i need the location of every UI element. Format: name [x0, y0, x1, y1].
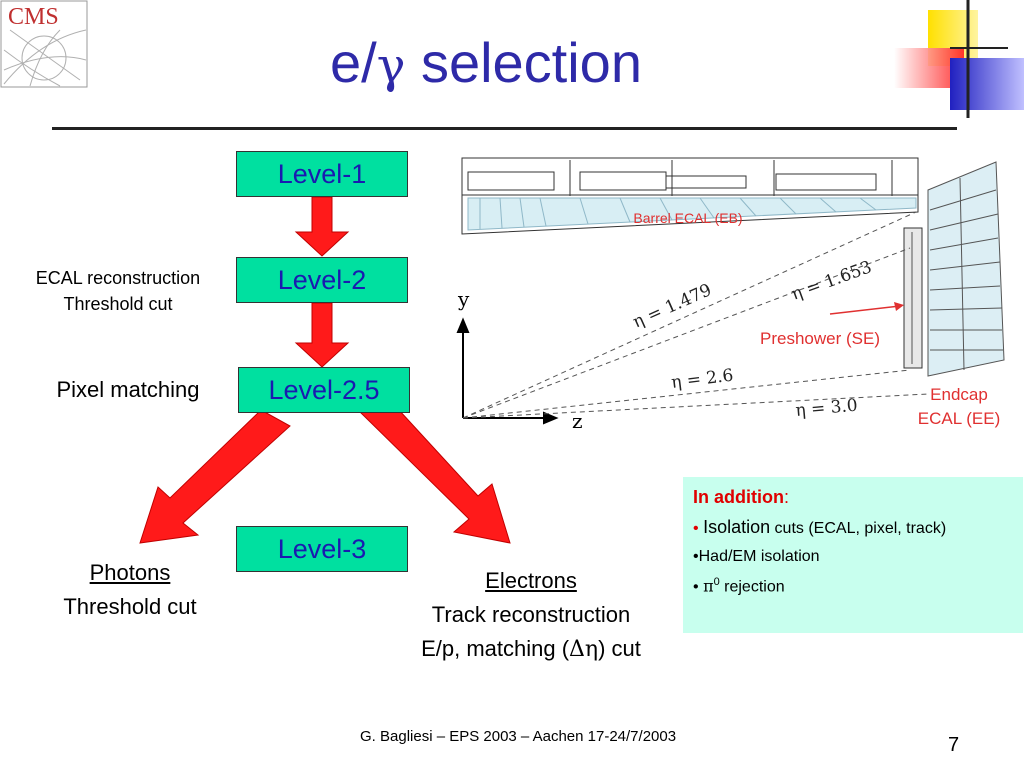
level-2-5-box: Level-2.5 — [238, 367, 410, 413]
preshower-pointer — [829, 305, 901, 315]
pi-superscript: 0 — [713, 576, 720, 588]
endcap-ecal-drawing — [927, 161, 1005, 377]
preshower-drawing — [903, 227, 923, 369]
axis-z-label: z — [572, 409, 583, 433]
isolation-strong: Isolation — [703, 517, 771, 537]
isolation-bullet: • — [693, 520, 699, 537]
in-addition-colon: : — [783, 487, 789, 507]
in-addition-heading: In addition: — [693, 487, 1023, 508]
barrel-ecal-label: Barrel ECAL (EB) — [633, 210, 742, 226]
axis-y-label: y — [457, 287, 470, 311]
ecal-reconstruction-label: ECAL reconstruction Threshold cut — [8, 265, 228, 317]
barrel-ecal-drawing — [461, 157, 919, 235]
barrel-crystals — [467, 197, 917, 231]
delta-eta-symbol: Δη — [569, 637, 599, 662]
eta-26-label: η = 2.6 — [670, 366, 734, 393]
pi-symbol: π — [703, 576, 714, 596]
eta-lines — [462, 211, 929, 419]
level-2-box: Level-2 — [236, 257, 408, 303]
footer-text: G. Bagliesi – EPS 2003 – Aachen 17-24/7/… — [360, 728, 677, 745]
pixel-matching-label: Pixel matching — [56, 377, 200, 402]
in-addition-heading-text: In addition — [693, 487, 784, 507]
arrow-to-electrons — [357, 396, 511, 544]
axes — [456, 317, 559, 425]
had-em-item: •Had/EM isolation — [693, 548, 1023, 566]
level-3-box: Level-3 — [236, 526, 408, 572]
in-addition-box: In addition: • Isolation cuts (ECAL, pix… — [683, 477, 1023, 633]
electrons-track-reconstruction: Track reconstruction — [431, 602, 631, 627]
pi0-bullet: • — [693, 578, 699, 596]
endcap-label-line2: ECAL (EE) — [918, 409, 1001, 428]
title-prefix: e/ — [330, 31, 377, 94]
arrow-to-photons — [139, 409, 291, 544]
blue-square — [950, 58, 1024, 110]
had-em-bullet: • — [693, 548, 699, 565]
ep-suffix: ) cut — [598, 636, 641, 661]
photons-label: Photons Threshold cut — [30, 556, 230, 624]
pi0-item: • π0 rejection — [693, 576, 1023, 596]
isolation-item: • Isolation cuts (ECAL, pixel, track) — [693, 517, 1023, 538]
photons-title: Photons — [89, 560, 171, 585]
detector-diagram: Barrel ECAL (EB) y z η = 1.479 η = 1.653… — [456, 157, 1005, 433]
title-suffix: selection — [405, 31, 642, 94]
threshold-cut-l2-text: Threshold cut — [63, 294, 173, 314]
eta-1479-label: η = 1.479 — [630, 280, 715, 332]
cms-logo: CMS — [0, 0, 88, 88]
eta-30-label: η = 3.0 — [795, 396, 859, 421]
page-title: e/γ selection — [330, 30, 642, 95]
had-em-text: Had/EM isolation — [698, 548, 820, 565]
title-gamma: γ — [376, 38, 406, 94]
cms-logo-graphic — [0, 0, 88, 88]
level-1-box: Level-1 — [236, 151, 408, 197]
ep-prefix: E/p, matching ( — [421, 636, 570, 661]
isolation-rest: cuts (ECAL, pixel, track) — [770, 520, 947, 537]
preshower-label: Preshower (SE) — [760, 329, 880, 348]
page-number: 7 — [948, 734, 960, 756]
electrons-title: Electrons — [485, 568, 577, 593]
arrow-l2-to-l25 — [294, 302, 350, 368]
electrons-ep-matching: E/p, matching (Δη) cut — [366, 632, 696, 667]
photons-threshold-cut: Threshold cut — [63, 594, 197, 619]
electrons-label: Electrons Track reconstruction E/p, matc… — [366, 564, 696, 667]
endcap-label-line1: Endcap — [930, 385, 988, 404]
title-divider — [52, 127, 957, 130]
ecal-reconstruction-text: ECAL reconstruction — [35, 268, 201, 288]
decorative-squares — [894, 0, 1024, 118]
cms-logo-text: CMS — [8, 4, 59, 30]
arrow-l1-to-l2 — [294, 196, 350, 257]
pi0-rest: rejection — [719, 578, 785, 596]
